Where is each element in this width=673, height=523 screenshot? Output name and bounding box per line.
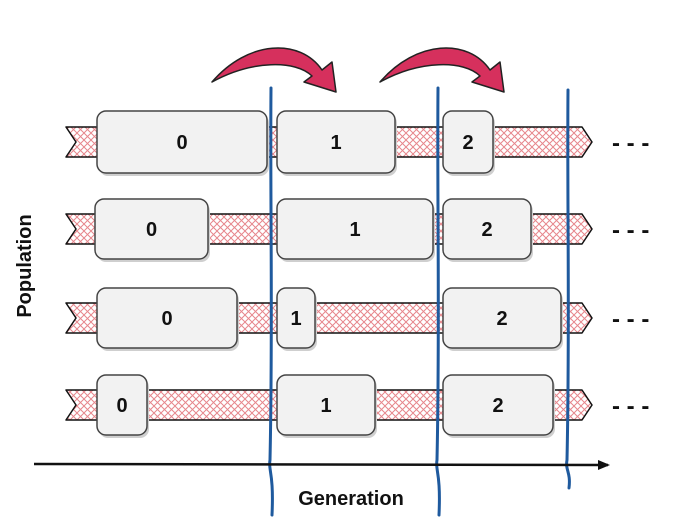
population-row: 0 1 2 bbox=[65, 374, 593, 438]
generation-block: 0 bbox=[94, 198, 210, 262]
generation-block-label: 2 bbox=[462, 132, 473, 154]
generation-block-label: 0 bbox=[116, 395, 127, 417]
continuation-ellipsis: - - - bbox=[612, 217, 649, 244]
population-row: 0 1 2 bbox=[65, 110, 593, 176]
generation-block-label: 1 bbox=[330, 132, 341, 154]
generation-block-label: 2 bbox=[492, 395, 503, 417]
generation-block: 1 bbox=[276, 287, 317, 351]
continuation-ellipsis: - - - bbox=[612, 306, 649, 333]
continuation-ellipsis: - - - bbox=[612, 393, 649, 420]
x-axis-label: Generation bbox=[298, 488, 404, 510]
generation-block-label: 1 bbox=[349, 219, 360, 241]
x-axis bbox=[33, 459, 610, 470]
generation-block: 2 bbox=[442, 198, 533, 262]
generation-lines bbox=[268, 86, 571, 517]
continuation-ellipsis: - - - bbox=[612, 130, 649, 157]
generation-block-label: 1 bbox=[320, 395, 331, 417]
generation-block-label: 1 bbox=[290, 308, 301, 330]
generation-block: 2 bbox=[442, 110, 495, 176]
generation-block: 1 bbox=[276, 374, 377, 438]
generation-block-label: 2 bbox=[496, 308, 507, 330]
generation-block: 2 bbox=[442, 374, 555, 438]
generation-block: 0 bbox=[96, 374, 149, 438]
generation-block: 1 bbox=[276, 110, 397, 176]
generation-line-2 bbox=[435, 86, 441, 517]
generation-line-1 bbox=[268, 86, 274, 517]
generation-block: 0 bbox=[96, 110, 269, 176]
generation-block-label: 0 bbox=[146, 219, 157, 241]
generation-block: 0 bbox=[96, 287, 239, 351]
generation-block: 1 bbox=[276, 198, 435, 262]
generation-line-3 bbox=[565, 88, 571, 490]
generation-block-label: 0 bbox=[161, 308, 172, 330]
generation-block-label: 2 bbox=[481, 219, 492, 241]
advance-arrow-1 bbox=[211, 47, 337, 93]
advance-arrow-2 bbox=[379, 47, 505, 93]
y-axis-label: Population bbox=[14, 214, 36, 317]
population-row: 0 1 2 bbox=[65, 198, 593, 262]
population-row: 0 1 2 bbox=[65, 287, 593, 351]
generation-block-label: 0 bbox=[176, 132, 187, 154]
generation-block: 2 bbox=[442, 287, 563, 351]
